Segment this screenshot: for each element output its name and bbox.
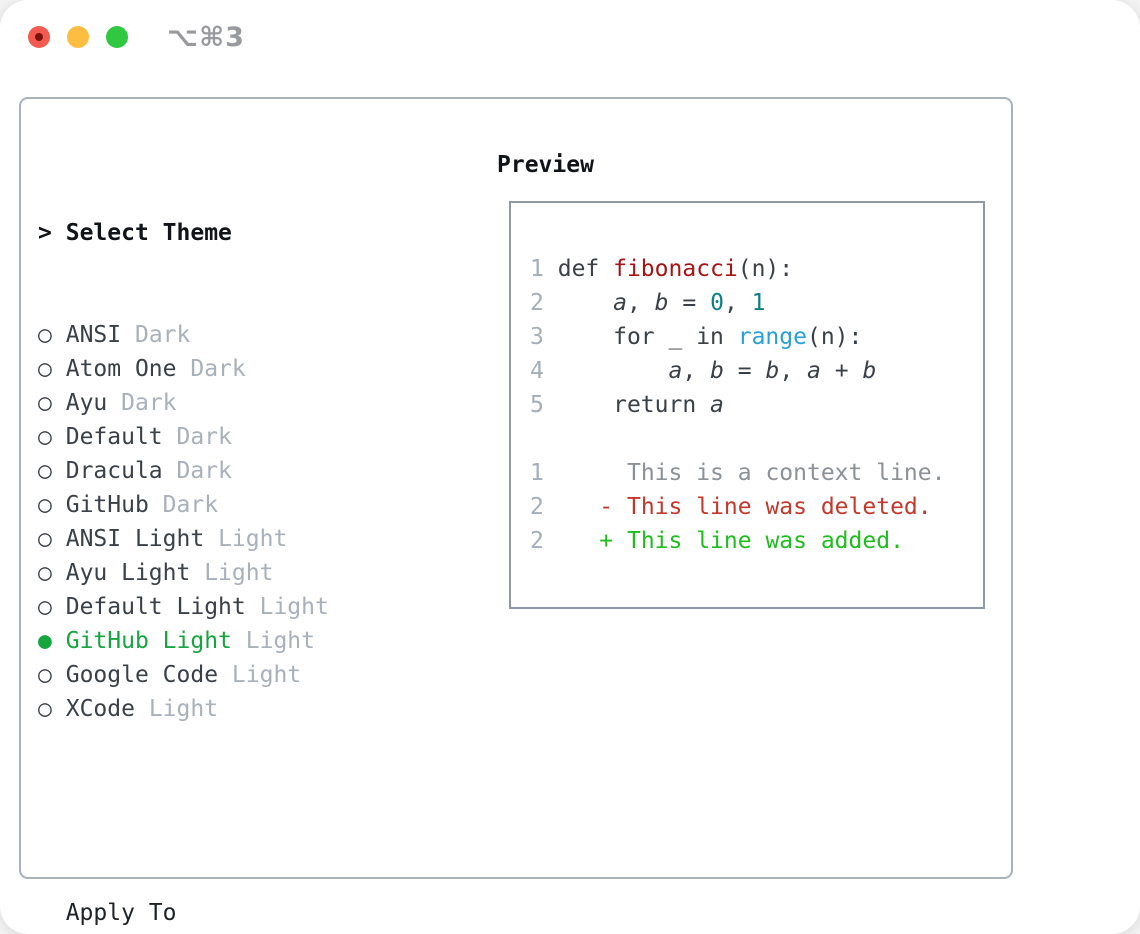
theme-item-google-code[interactable]: ○ Google Code Light [38,658,426,692]
theme-variant: Light [204,560,274,586]
radio-unselected-icon: ○ [38,458,52,484]
apply-to-header: Apply To [38,896,426,930]
theme-item-ayu-light[interactable]: ○ Ayu Light Light [38,556,426,590]
theme-item-default-light[interactable]: ○ Default Light Light [38,590,426,624]
theme-name: Ayu [65,390,108,416]
line-number: 2 [530,290,544,316]
theme-variant: Light [231,662,302,688]
theme-variant: Dark [176,424,232,450]
diff-marker: - [599,494,614,520]
line-number: 2 [530,528,544,554]
diff-line-context: 1 This is a context line. [530,456,983,490]
diff-text: This line was deleted. [626,494,932,520]
code-line: 4 a, b = b, a + b [530,358,877,384]
close-button[interactable] [28,26,50,48]
radio-unselected-icon: ○ [38,662,52,688]
theme-item-ansi-light[interactable]: ○ ANSI Light Light [38,522,426,556]
apply-to-title: Apply To [65,900,177,926]
preview-title: Preview [497,152,594,178]
theme-item-github-light[interactable]: ● GitHub Light Light [38,624,426,658]
theme-item-xcode[interactable]: ○ XCode Light [38,692,426,726]
diff-line-added: 2 + This line was added. [530,524,983,558]
theme-item-ayu[interactable]: ○ Ayu Dark [38,386,426,420]
theme-name: GitHub Light [65,628,232,654]
diff-preview: 1 This is a context line.2 - This line w… [530,456,983,558]
left-column: > Select Theme ○ ANSI Dark○ Atom One Dar… [38,148,426,934]
radio-unselected-icon: ○ [38,390,52,416]
theme-item-dracula[interactable]: ○ Dracula Dark [38,454,426,488]
code-line: 3 for _ in range(n): [530,324,863,350]
radio-unselected-icon: ○ [38,560,52,586]
theme-name: Atom One [65,356,177,382]
theme-name: GitHub [65,492,149,518]
theme-name: Default [65,424,163,450]
theme-variant: Light [259,594,329,620]
theme-item-github[interactable]: ○ GitHub Dark [38,488,426,522]
line-number: 4 [530,358,544,384]
code-line: 2 a, b = 0, 1 [530,290,766,316]
window-title: ⌥⌘3 [167,22,245,53]
preview-box: 1 def fibonacci(n): 2 a, b = 0, 1 3 for _ … [509,201,985,609]
diff-marker: + [599,528,614,554]
spacer [38,794,426,828]
radio-selected-icon: ● [38,628,52,654]
theme-item-ansi[interactable]: ○ ANSI Dark [38,318,426,352]
radio-unselected-icon: ○ [38,322,52,348]
theme-variant: Dark [121,390,177,416]
diff-line-deleted: 2 - This line was deleted. [530,490,983,524]
select-theme-header: > Select Theme [38,216,426,250]
line-number: 3 [530,324,544,350]
radio-unselected-icon: ○ [38,492,52,518]
code-line: 5 return a [530,392,724,418]
theme-variant: Dark [190,356,246,382]
line-number: 2 [530,494,544,520]
theme-name: ANSI Light [65,526,205,552]
theme-name: Default Light [65,594,246,620]
zoom-button[interactable] [106,26,128,48]
theme-variant: Dark [134,322,191,348]
blank-line [530,422,983,456]
theme-item-atom-one[interactable]: ○ Atom One Dark [38,352,426,386]
select-theme-title: Select Theme [65,220,232,246]
minimize-button[interactable] [67,26,89,48]
theme-name: Dracula [65,458,163,484]
blank-line [530,218,983,252]
unsaved-changes-dot [35,33,43,41]
line-number: 1 [530,460,544,486]
diff-marker [599,460,613,486]
theme-name: ANSI [65,322,122,348]
theme-variant: Light [245,628,315,654]
radio-unselected-icon: ○ [38,526,52,552]
line-number: 1 [530,256,544,282]
theme-item-default[interactable]: ○ Default Dark [38,420,426,454]
diff-text: This line was added. [626,528,904,554]
theme-variant: Dark [162,492,219,518]
radio-unselected-icon: ○ [38,594,52,620]
theme-name: Google Code [65,662,219,688]
theme-list: ○ ANSI Dark○ Atom One Dark○ Ayu Dark○ De… [38,318,426,726]
theme-variant: Dark [176,458,232,484]
theme-name: XCode [65,696,135,722]
theme-name: Ayu Light [65,560,191,586]
radio-unselected-icon: ○ [38,696,52,722]
theme-variant: Light [218,526,288,552]
radio-unselected-icon: ○ [38,356,52,382]
radio-unselected-icon: ○ [38,424,52,450]
code-line: 1 def fibonacci(n): [530,256,794,282]
line-number: 5 [530,392,544,418]
code-preview: 1 def fibonacci(n): 2 a, b = 0, 1 3 for _ … [530,252,983,422]
diff-text: This is a context line. [626,460,946,486]
theme-variant: Light [148,696,219,722]
prompt-icon: > [38,220,52,246]
